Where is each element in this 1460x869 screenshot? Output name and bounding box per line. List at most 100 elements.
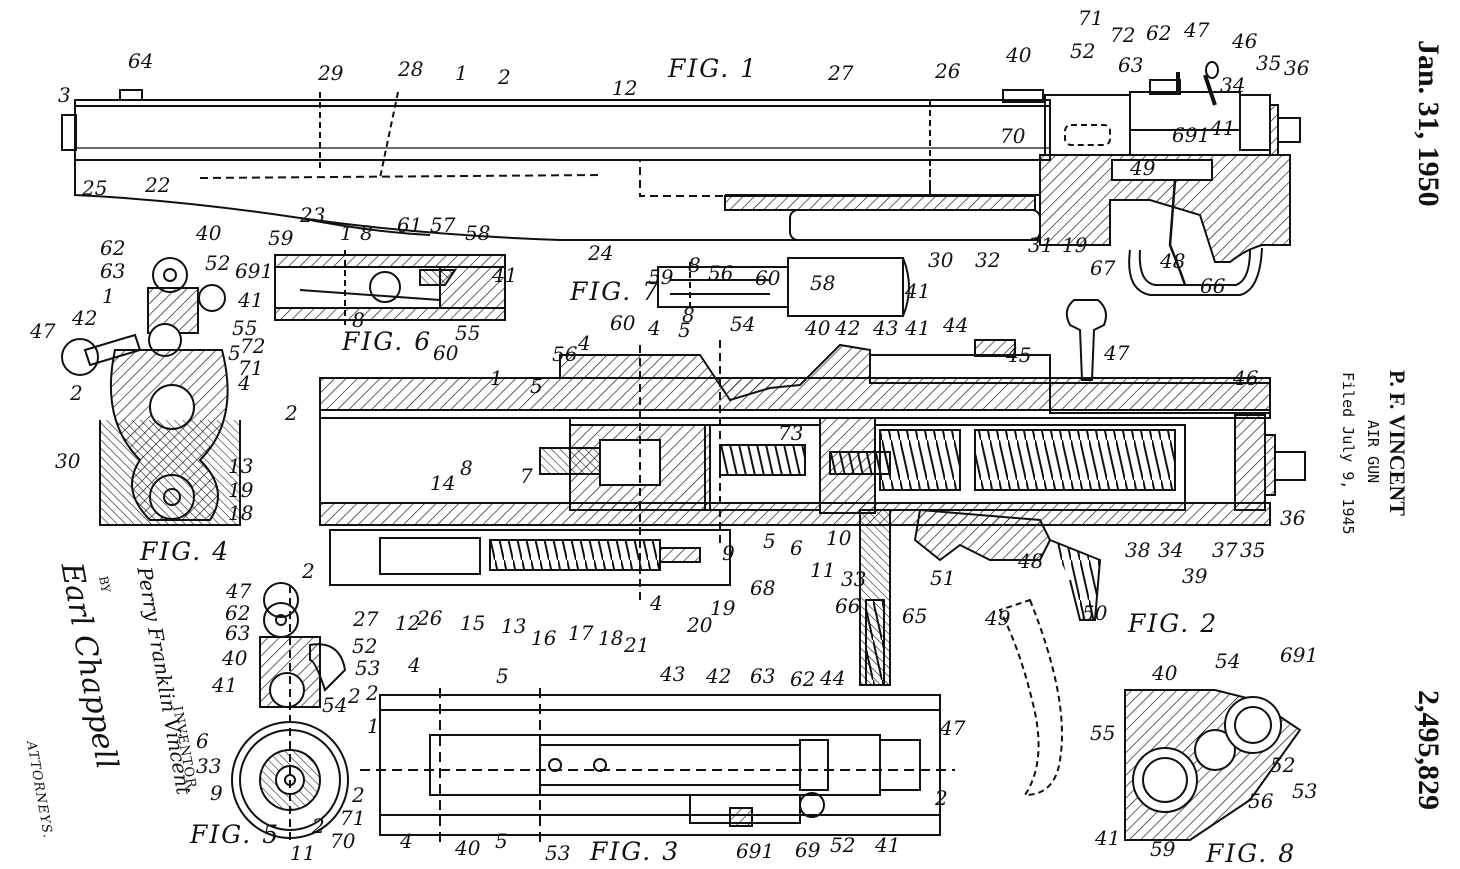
- fig2-ref-34: 34: [1158, 538, 1183, 562]
- fig1-ref-26: 26: [934, 59, 961, 83]
- fig3-ref-69: 69: [795, 838, 821, 862]
- fig8-ref-55: 55: [1090, 721, 1115, 745]
- fig1-ref-29: 29: [317, 61, 344, 85]
- fig2-ref-54: 54: [730, 312, 755, 336]
- fig2-ref-38: 38: [1125, 538, 1150, 562]
- fig4-ref-42: 42: [71, 306, 97, 330]
- fig1-ref-72: 72: [1110, 23, 1135, 47]
- fig1-ref-691: 691: [1172, 123, 1210, 147]
- fig5-ref-47: 47: [225, 579, 252, 603]
- fig4-ref-40: 40: [195, 221, 222, 245]
- fig4-ref-62: 62: [100, 236, 125, 260]
- fig3-drawing: [360, 688, 955, 843]
- fig1-ref-63: 63: [1118, 53, 1143, 77]
- fig6-ref-41: 41: [491, 263, 517, 287]
- by-label: BY: [96, 575, 113, 594]
- fig7-ref-8: 8: [688, 253, 701, 277]
- fig1-ref-64: 64: [128, 49, 153, 73]
- fig2-ref-12: 12: [395, 611, 420, 635]
- fig2-ref-16: 16: [531, 626, 557, 650]
- filing-date: Filed July 9, 1945: [1339, 372, 1357, 535]
- fig2-ref-56: 56: [552, 342, 578, 366]
- fig1-ref-25: 25: [81, 176, 107, 200]
- fig4-ref-691: 691: [235, 259, 273, 283]
- fig7-ref-8: 8: [682, 303, 695, 327]
- fig1-label: FIG. 1: [667, 54, 758, 83]
- fig2-ref-46: 46: [1232, 366, 1259, 390]
- fig2-ref-5: 5: [763, 529, 776, 553]
- fig2-ref-43: 43: [872, 316, 898, 340]
- fig3-ref-47: 47: [939, 716, 966, 740]
- fig1-ref-48: 48: [1159, 249, 1185, 273]
- fig2-ref-45: 45: [1005, 343, 1031, 367]
- fig1-ref-52: 52: [1070, 39, 1095, 63]
- fig1-ref-36: 36: [1284, 56, 1310, 80]
- fig8-ref-54: 54: [1215, 649, 1240, 673]
- fig7-drawing: [657, 257, 910, 317]
- fig1-ref-12: 12: [612, 76, 637, 100]
- fig1-ref-47: 47: [1183, 18, 1210, 42]
- fig6-ref-8: 8: [360, 221, 373, 245]
- fig2-ref-14: 14: [430, 471, 455, 495]
- fig2-ref-10: 10: [826, 526, 852, 550]
- fig2-ref-4: 4: [649, 591, 663, 615]
- fig6-ref-1: 1: [340, 221, 353, 245]
- fig2-ref-4: 4: [647, 316, 661, 340]
- fig2-ref-40: 40: [804, 316, 831, 340]
- fig2-ref-66: 66: [835, 594, 861, 618]
- fig3-ref-691: 691: [736, 839, 774, 863]
- figure-labels: FIG. 1 FIG. 2 FIG. 3 FIG. 4 FIG. 5 FIG. …: [139, 54, 1294, 868]
- fig6-ref-59: 59: [268, 226, 294, 250]
- fig2-ref-35: 35: [1240, 538, 1265, 562]
- fig7-ref-60: 60: [755, 266, 781, 290]
- fig2-ref-17: 17: [568, 621, 594, 645]
- fig1-ref-35: 35: [1256, 51, 1281, 75]
- fig2-ref-51: 51: [930, 566, 955, 590]
- fig1-ref-28: 28: [397, 57, 423, 81]
- fig1-ref-62: 62: [1146, 21, 1171, 45]
- invention-title: AIR GUN: [1364, 420, 1382, 484]
- inventor-header: P. F. VINCENT: [1385, 370, 1410, 516]
- fig1-ref-49: 49: [1129, 156, 1156, 180]
- fig4-ref-4: 4: [237, 371, 251, 395]
- fig6-ref-57: 57: [430, 213, 456, 237]
- fig2-ref-18: 18: [598, 626, 623, 650]
- fig2-ref-11: 11: [810, 558, 835, 582]
- fig3-ref-5: 5: [495, 829, 508, 853]
- fig2-ref-60: 60: [610, 311, 636, 335]
- fig7-ref-56: 56: [708, 261, 734, 285]
- fig2-ref-21: 21: [623, 633, 649, 657]
- fig4-ref-52: 52: [205, 251, 230, 275]
- fig2-ref-9: 9: [722, 541, 735, 565]
- fig4-ref-63: 63: [100, 259, 125, 283]
- fig5-ref-6: 6: [196, 729, 209, 753]
- fig2-ref-15: 15: [460, 611, 485, 635]
- fig2-ref-50: 50: [1082, 601, 1108, 625]
- fig7-ref-41: 41: [904, 279, 930, 303]
- fig7-ref-58: 58: [810, 271, 835, 295]
- fig1-ref-27: 27: [827, 61, 854, 85]
- fig2-ref-68: 68: [750, 576, 775, 600]
- fig3-ref-63: 63: [750, 664, 775, 688]
- fig1-ref-24: 24: [587, 241, 613, 265]
- fig6-ref-8: 8: [352, 308, 365, 332]
- fig5-drawing: [231, 582, 349, 840]
- fig6-ref-60: 60: [433, 341, 459, 365]
- fig3-ref-2: 2: [934, 786, 948, 810]
- fig5-ref-33: 33: [196, 754, 221, 778]
- fig6-label: FIG. 6: [341, 327, 432, 356]
- fig2-ref-26: 26: [416, 606, 443, 630]
- fig5-ref-2: 2: [347, 684, 361, 708]
- fig3-ref-42: 42: [705, 664, 731, 688]
- fig8-drawing: [1124, 689, 1302, 841]
- fig2-ref-33: 33: [841, 567, 866, 591]
- fig1-ref-31: 31: [1028, 233, 1053, 257]
- fig4-ref-30: 30: [55, 449, 81, 473]
- fig3-ref-40: 40: [454, 836, 481, 860]
- fig2-ref-65: 65: [902, 604, 927, 628]
- fig2-label: FIG. 2: [1127, 609, 1218, 638]
- fig4-drawing: [61, 257, 241, 526]
- fig3-ref-52: 52: [830, 833, 855, 857]
